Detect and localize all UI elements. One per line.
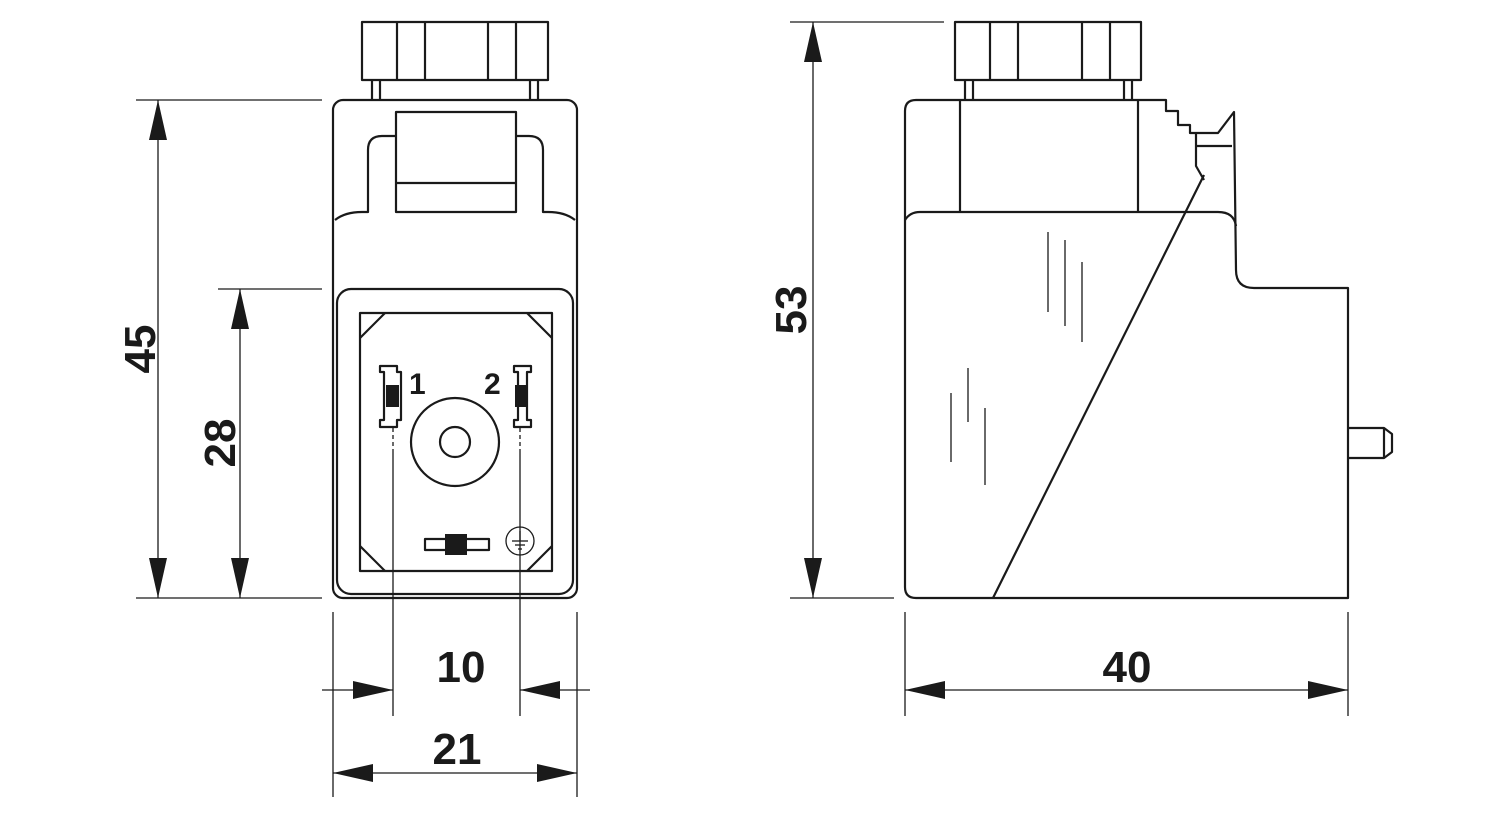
dimension-40: 40 [905,643,1348,699]
dimension-53: 53 [767,22,822,598]
front-cable-gland-nut [360,20,550,100]
center-screw-hole [409,396,501,488]
ground-contact [423,534,491,555]
dimension-28: 28 [196,289,249,598]
front-top-clamp [334,110,576,221]
front-housing-outline [331,98,579,600]
front-view: 1 2 [331,20,579,716]
side-view [903,20,1394,600]
dimension-21-label: 21 [433,725,482,774]
side-dimensions: 53 40 [767,21,1349,716]
dimension-10-label: 10 [437,643,486,692]
pin-2-label: 2 [484,368,501,401]
pin-2-contact: 2 [484,364,533,429]
side-cable-gland-nut [953,20,1143,100]
front-dimensions: 45 28 10 21 [116,99,590,797]
dimension-40-label: 40 [1103,643,1152,692]
dimension-28-label: 28 [196,419,245,468]
side-stud-pin [1348,426,1394,460]
side-housing-outline [903,98,1350,600]
dimension-21: 21 [333,725,577,782]
pin-1-label: 1 [409,368,426,401]
dimension-45: 45 [116,100,167,598]
dimension-10: 10 [322,643,590,699]
dimension-53-label: 53 [767,286,816,335]
front-contact-face [335,287,575,596]
dimension-45-label: 45 [116,325,165,374]
side-reflection-lines [950,232,1083,485]
pin-1-contact: 1 [378,364,426,429]
